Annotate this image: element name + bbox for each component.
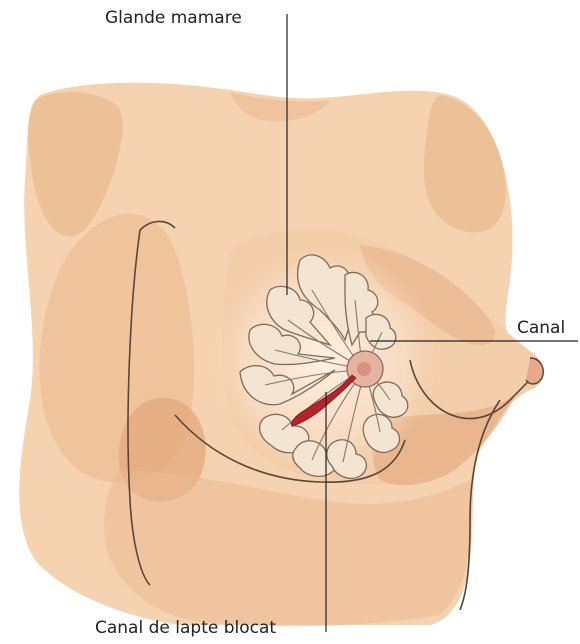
nipple-center [357,362,371,376]
label-blocked-milk-duct: Canal de lapte blocat [95,618,276,638]
label-duct: Canal [517,318,565,338]
label-mammary-gland: Glande mamare [105,8,242,28]
right-shoulder-shade [424,95,506,233]
